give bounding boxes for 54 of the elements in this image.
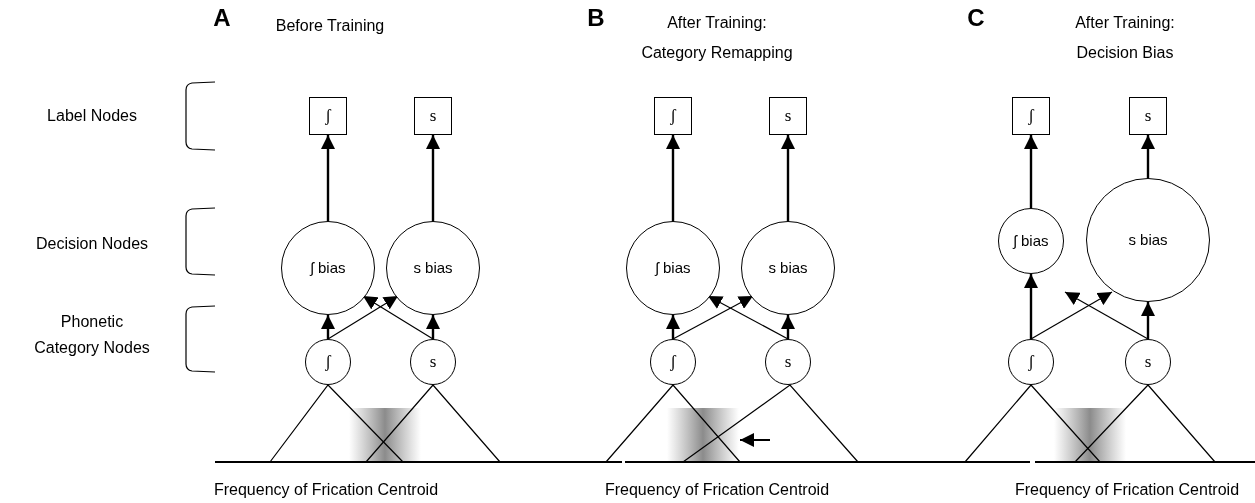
arrow [1024,135,1038,208]
node-label: s bias [1128,229,1168,250]
axis-title: Frequency of Frication Centroid [1014,480,1240,500]
node-label: s bias [413,257,453,278]
label-node-box [654,97,692,135]
node-label: s [1144,105,1152,128]
panel-letter: C [967,3,985,33]
arrow [1141,302,1155,339]
row-label: Label Nodes [47,106,137,126]
arrow [321,135,335,221]
arrow [1064,291,1149,340]
arrow [362,295,434,340]
arrow [1024,274,1038,339]
panel-title: Before Training [275,16,385,36]
node-label: ʃ [1028,351,1034,374]
node-label: s [429,105,437,128]
arrow [666,135,680,221]
arrow [321,315,335,339]
node-label: ʃ [325,351,331,374]
arrow [666,315,680,339]
arrow [1141,135,1155,178]
arrow [707,295,789,340]
node-label: ʃ [325,105,331,128]
row-label: Decision Nodes [35,234,149,254]
node-label: s [429,351,437,374]
panel-title: After Training: Category Remapping [640,13,794,63]
arrow [781,315,795,339]
label-node-box [1129,97,1167,135]
node-label: s [784,351,792,374]
node-label: ʃ bias [310,257,346,278]
node-label: ʃ [670,105,676,128]
label-node-box [769,97,807,135]
arrow [781,135,795,221]
arrow [1030,291,1113,340]
node-label: ʃ [670,351,676,374]
node-label: ʃ bias [1013,230,1049,251]
label-node-box [1012,97,1050,135]
node-label: ʃ [1028,105,1034,128]
row-label: Phonetic Category Nodes [33,312,151,358]
panel-title: After Training: Decision Bias [1074,13,1176,63]
panel-letter: A [213,3,231,33]
node-label: s [784,105,792,128]
arrow [672,295,754,340]
arrow [327,295,399,340]
label-node-box [309,97,347,135]
axis-title: Frequency of Frication Centroid [213,480,439,500]
arrow [426,135,440,221]
node-label: ʃ bias [655,257,691,278]
arrow [426,315,440,339]
node-label: s [1144,351,1152,374]
panel-letter: B [587,3,605,33]
label-node-box [414,97,452,135]
node-label: s bias [768,257,808,278]
axis-title: Frequency of Frication Centroid [604,480,830,500]
